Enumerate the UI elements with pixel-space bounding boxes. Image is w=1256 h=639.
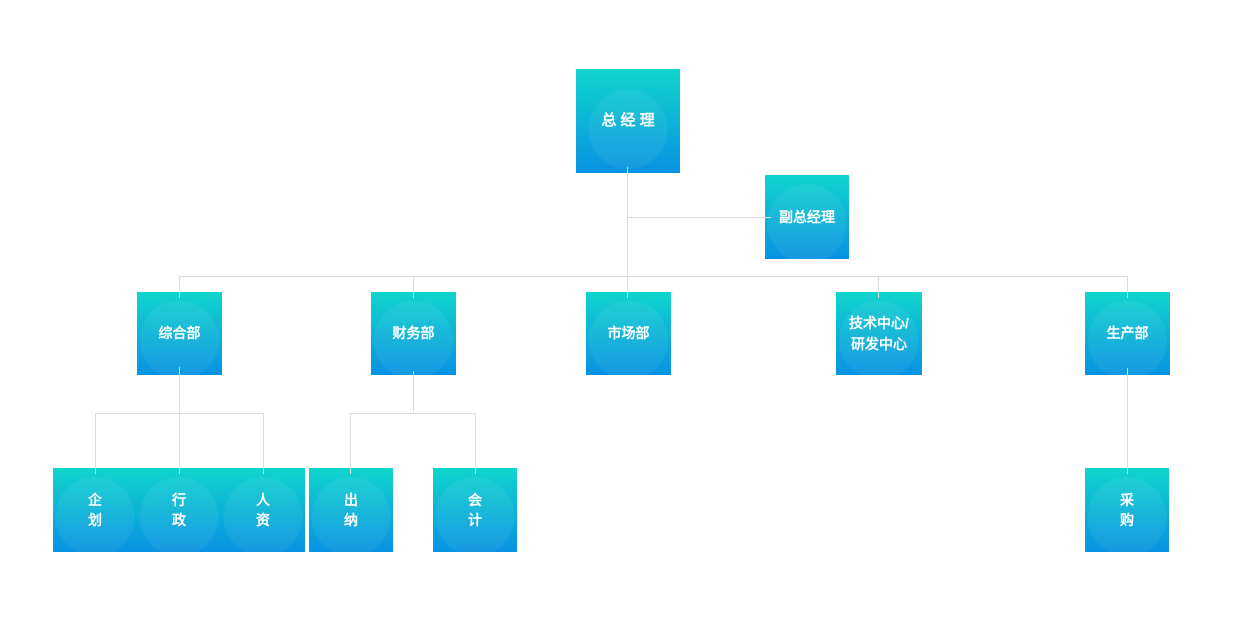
org-node-finance-department: 财务部 <box>371 292 456 375</box>
org-node-marketing-department: 市场部 <box>586 292 671 375</box>
connector-level2-spine <box>179 276 1128 277</box>
connector-finance-spine <box>350 413 476 414</box>
connector-finance-vertical <box>413 371 414 414</box>
org-node-general-manager: 总 经 理 <box>576 69 680 173</box>
org-node-human-resources: 人 资 <box>221 468 305 552</box>
connector-stub-production <box>1127 276 1128 298</box>
org-node-purchasing: 采 购 <box>1085 468 1169 552</box>
connector-general-vertical <box>179 367 180 414</box>
connector-stub-hr <box>263 413 264 474</box>
connector-stub-cashier <box>350 413 351 474</box>
org-node-administration: 行 政 <box>137 468 221 552</box>
org-node-accounting: 会 计 <box>433 468 517 552</box>
connector-deputy-branch <box>627 217 771 218</box>
connector-stub-accounting <box>475 413 476 474</box>
connector-production-vertical <box>1127 368 1128 474</box>
connector-stub-tech <box>878 276 879 298</box>
connector-stub-finance <box>413 276 414 298</box>
org-node-planning: 企 划 <box>53 468 137 552</box>
connector-ceo-vertical <box>627 167 628 298</box>
org-node-general-department: 综合部 <box>137 292 222 375</box>
connector-stub-admin <box>179 413 180 474</box>
org-node-cashier: 出 纳 <box>309 468 393 552</box>
connector-stub-general <box>179 276 180 298</box>
connector-stub-planning <box>95 413 96 474</box>
org-node-deputy-general-manager: 副总经理 <box>765 175 849 259</box>
org-node-production-department: 生产部 <box>1085 292 1170 375</box>
org-node-tech-rd-center: 技术中心/ 研发中心 <box>836 292 922 375</box>
